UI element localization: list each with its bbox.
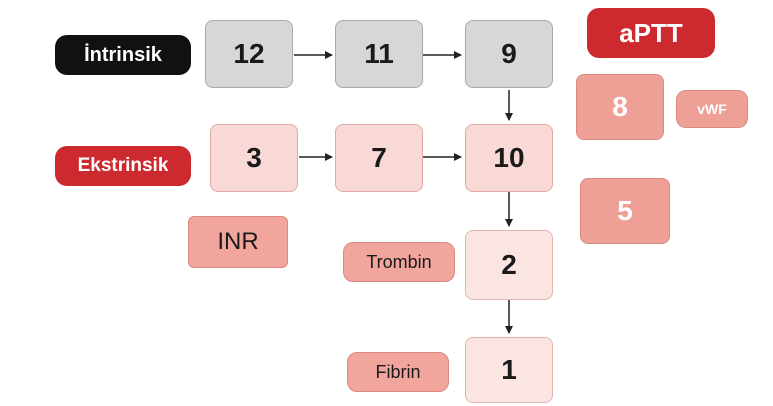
factor-3-box: 3 — [210, 124, 298, 192]
factor-1-box: 1 — [465, 337, 553, 403]
trombin-label: Trombin — [343, 242, 455, 282]
factor-5-box: 5 — [580, 178, 670, 244]
aptt-test-label: aPTT — [587, 8, 715, 58]
fibrin-label: Fibrin — [347, 352, 449, 392]
factor-8-box: 8 — [576, 74, 664, 140]
factor-9-box: 9 — [465, 20, 553, 88]
inr-test-label: INR — [188, 216, 288, 268]
intrinsic-pathway-label: İntrinsik — [55, 35, 191, 75]
vwf-label: vWF — [676, 90, 748, 128]
factor-2-box: 2 — [465, 230, 553, 300]
extrinsic-pathway-label: Ekstrinsik — [55, 146, 191, 186]
factor-7-box: 7 — [335, 124, 423, 192]
factor-11-box: 11 — [335, 20, 423, 88]
factor-12-box: 12 — [205, 20, 293, 88]
factor-10-box: 10 — [465, 124, 553, 192]
